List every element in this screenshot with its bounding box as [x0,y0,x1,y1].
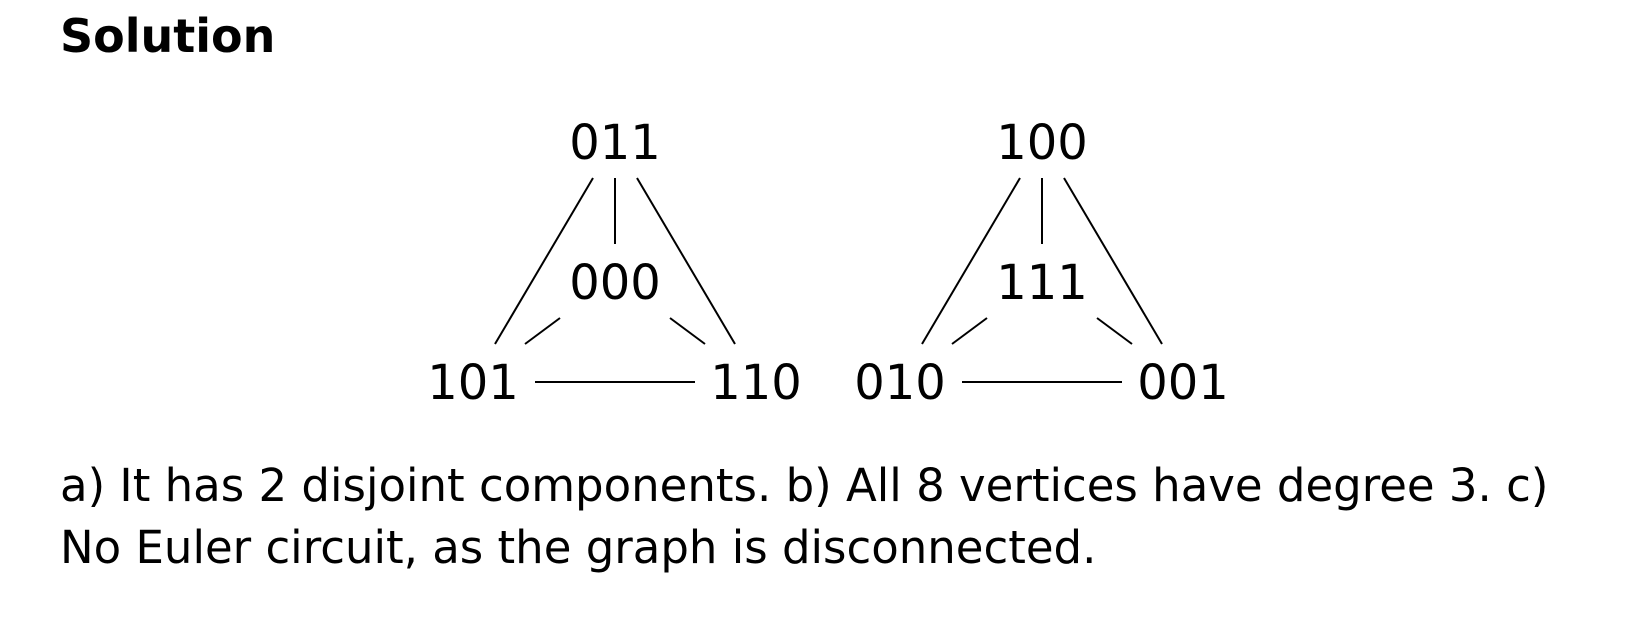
edge-111-001 [1096,317,1133,345]
vertex-label-101: 101 [427,355,519,411]
edge-000-101 [524,317,561,345]
edge-100-010 [921,177,1021,345]
edge-011-110 [636,177,736,345]
vertex-label-011: 011 [569,115,661,171]
answer-line-1: a) It has 2 disjoint components. b) All … [60,459,1549,512]
edge-011-101 [494,177,594,345]
graph-diagram: 011 000 101 110 100 111 010 001 [427,115,1229,411]
solution-heading: Solution [60,9,276,63]
answer-text: a) It has 2 disjoint components. b) All … [60,455,1600,579]
vertex-label-001: 001 [1137,355,1229,411]
edge-000-110 [669,317,706,345]
edge-100-001 [1063,177,1163,345]
answer-line-2: No Euler circuit, as the graph is discon… [60,521,1097,574]
edge-111-010 [951,317,988,345]
graph-component-2: 100 111 010 001 [854,115,1229,411]
vertex-label-110: 110 [710,355,802,411]
vertex-label-000: 000 [569,255,661,311]
vertex-label-100: 100 [996,115,1088,171]
vertex-label-111: 111 [996,255,1088,311]
graph-component-1: 011 000 101 110 [427,115,802,411]
vertex-label-010: 010 [854,355,946,411]
